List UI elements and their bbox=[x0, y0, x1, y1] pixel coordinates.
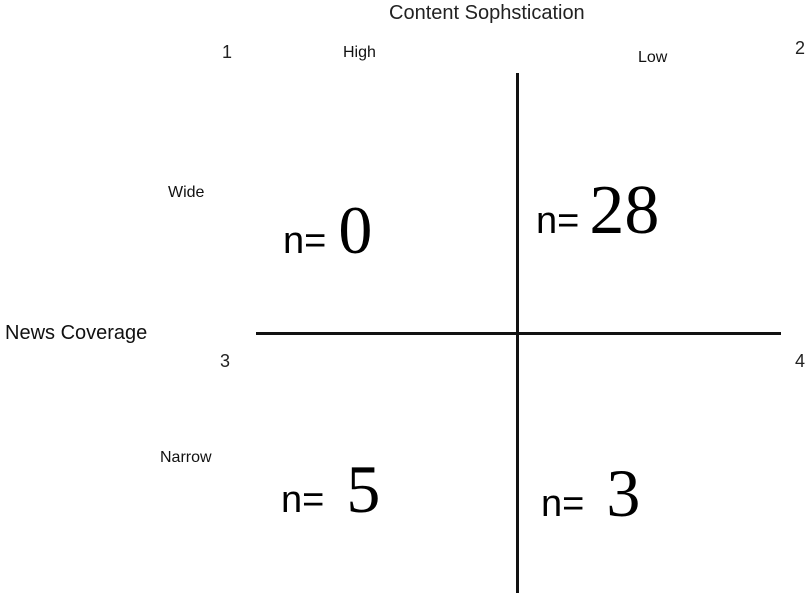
cell-bottom-right-value: 3 bbox=[606, 455, 641, 531]
quadrant-number-2: 2 bbox=[795, 38, 806, 58]
cell-top-left-prefix: n= bbox=[283, 220, 327, 262]
y-axis-narrow-label: Narrow bbox=[160, 449, 212, 466]
horizontal-divider bbox=[256, 332, 781, 335]
quadrant-number-1: 1 bbox=[222, 42, 233, 62]
y-axis-wide-label: Wide bbox=[168, 184, 205, 201]
x-axis-low-label: Low bbox=[638, 49, 668, 66]
diagram-title: Content Sophstication bbox=[389, 2, 585, 24]
cell-bottom-right: n= 3 bbox=[541, 459, 640, 527]
cell-top-right-prefix: n= bbox=[536, 200, 580, 242]
cell-bottom-left: n= 5 bbox=[281, 455, 380, 523]
cell-bottom-left-prefix: n= bbox=[281, 479, 325, 521]
cell-bottom-left-value: 5 bbox=[346, 451, 381, 527]
cell-top-left: n= 0 bbox=[283, 196, 372, 264]
x-axis-high-label: High bbox=[343, 44, 376, 61]
cell-bottom-right-prefix: n= bbox=[541, 483, 585, 525]
cell-top-left-value: 0 bbox=[338, 192, 373, 268]
quadrant-number-4: 4 bbox=[795, 351, 806, 371]
quadrant-number-3: 3 bbox=[220, 351, 231, 371]
y-axis-label: News Coverage bbox=[5, 322, 148, 344]
cell-top-right-value: 28 bbox=[589, 172, 660, 249]
cell-top-right: n= 28 bbox=[536, 176, 659, 246]
